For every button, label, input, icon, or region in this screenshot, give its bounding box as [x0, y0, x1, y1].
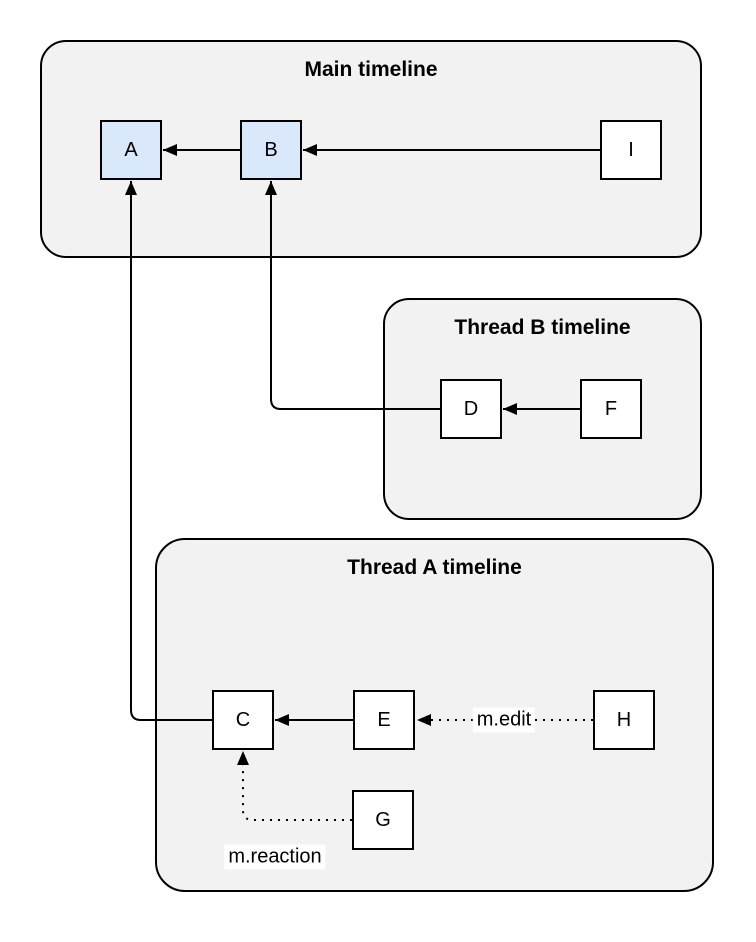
edge-g-to-c-mreaction: [237, 751, 352, 821]
edge-label-m-edit: m.edit: [472, 707, 536, 733]
event-node-d: D: [440, 379, 502, 439]
event-node-h: H: [593, 690, 655, 750]
container-title-main-timeline: Main timeline: [304, 58, 438, 81]
event-node-c: C: [212, 690, 274, 750]
event-node-i: I: [600, 120, 662, 180]
edge-label-m-reaction: m.reaction: [224, 844, 326, 870]
event-node-b: B: [240, 120, 302, 180]
event-node-e: E: [353, 690, 415, 750]
event-node-f: F: [580, 379, 642, 439]
edge-d-to-b: [265, 181, 440, 410]
event-node-a: A: [100, 120, 162, 180]
edge-c-to-a: [125, 181, 212, 721]
container-title-thread-b-timeline: Thread B timeline: [454, 316, 631, 339]
event-node-g: G: [352, 790, 414, 850]
container-title-thread-a-timeline: Thread A timeline: [347, 556, 522, 579]
